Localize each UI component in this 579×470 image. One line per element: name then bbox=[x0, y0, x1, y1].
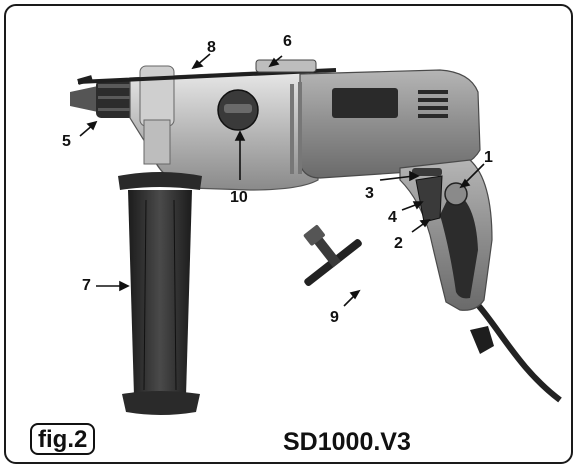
power-cord bbox=[475, 303, 562, 403]
figure-label: fig.2 bbox=[30, 423, 96, 456]
callout-6: 6 bbox=[283, 33, 292, 50]
chuck bbox=[70, 80, 136, 118]
callout-4: 4 bbox=[388, 209, 397, 226]
vent-slots bbox=[418, 90, 448, 118]
figure-frame bbox=[4, 4, 573, 464]
vent-ribs bbox=[290, 82, 302, 174]
callout-3: 3 bbox=[365, 185, 374, 202]
trigger-switch bbox=[415, 175, 443, 223]
callout-5: 5 bbox=[62, 133, 71, 150]
callout-2: 2 bbox=[394, 235, 403, 252]
lock-button bbox=[444, 182, 468, 206]
side-handle bbox=[128, 190, 192, 400]
grip-overmold bbox=[440, 190, 478, 299]
direction-switch bbox=[412, 168, 442, 176]
cord-guard bbox=[470, 326, 494, 354]
callout-8: 8 bbox=[207, 39, 216, 56]
handle-neck bbox=[143, 119, 171, 165]
model-label: SD1000.V3 bbox=[283, 428, 411, 456]
chuck-key bbox=[303, 225, 362, 287]
side-handle-end bbox=[122, 391, 200, 415]
mode-selector-slide bbox=[255, 59, 317, 73]
callout-9: 9 bbox=[330, 309, 339, 326]
handle-clamp bbox=[139, 65, 175, 127]
callout-1: 1 bbox=[484, 149, 493, 166]
callout-arrows bbox=[79, 53, 485, 307]
motor-panel bbox=[332, 88, 398, 118]
callout-7: 7 bbox=[82, 277, 91, 294]
side-handle-cap bbox=[118, 172, 202, 190]
callout-10: 10 bbox=[230, 189, 248, 206]
